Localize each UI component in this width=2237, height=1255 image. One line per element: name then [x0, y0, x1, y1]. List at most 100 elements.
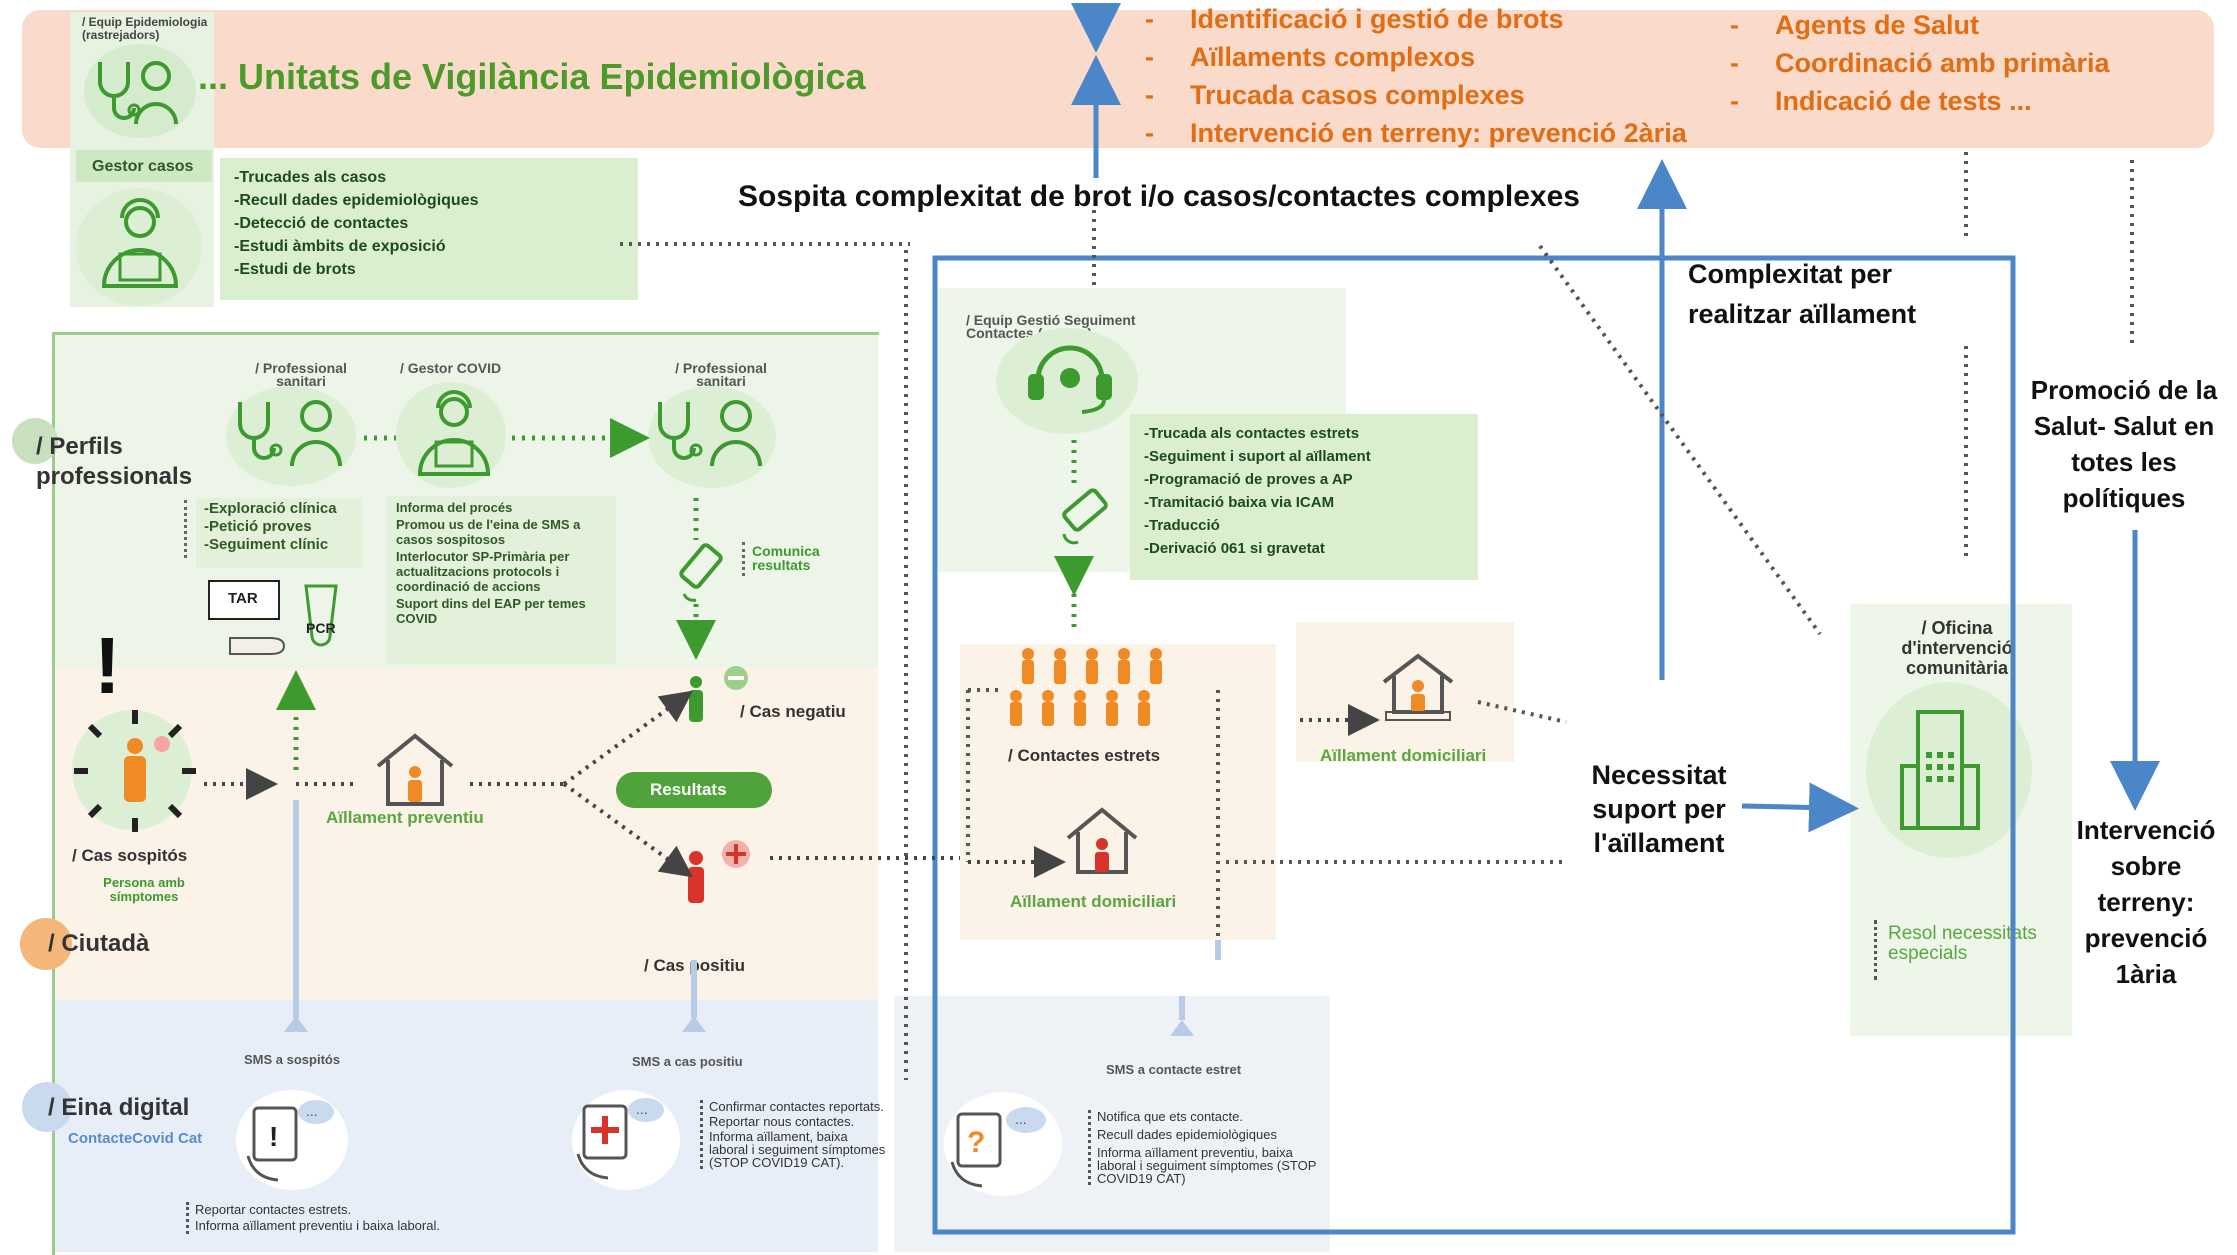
prof1-list-bar [184, 500, 190, 558]
list-item: -Exploració clínica [204, 500, 337, 517]
phone-icon [679, 543, 723, 602]
gestor-covid-list: Informa del procés Promou us de l'eina d… [386, 496, 616, 664]
doctor-icon [658, 400, 762, 467]
list-item: Informa aïllament preventiu i baixa labo… [195, 1218, 440, 1233]
sms-sospitos-label: SMS a sospitós [244, 1052, 341, 1067]
list-item: -Detecció de contactes [234, 215, 409, 232]
comunica-label: Comunica resultats [752, 543, 820, 573]
prof1-list: -Exploració clínica -Petició proves -Seg… [196, 498, 362, 568]
cas-sospitos-label: / Cas sospitós [72, 846, 188, 865]
pcr-label: PCR [306, 620, 336, 636]
eina-app-name: ContacteCovid Cat [68, 1130, 203, 1147]
svg-text:!: ! [269, 1121, 278, 1152]
case-manager-icon [101, 198, 179, 288]
list-item: Interlocutor SP-Primària per actualitzac… [396, 549, 570, 594]
hand-icon [229, 637, 286, 655]
aillament-domiciliari-label-2: Aïllament domiciliari [1320, 746, 1487, 765]
sospita-annotation: Sospita complexitat de brot i/o casos/co… [738, 180, 1580, 213]
list-item: -Programació de proves a AP [1144, 471, 1353, 488]
gestor-casos-list: -Trucades als casos -Recull dades epidem… [220, 158, 638, 300]
dotted-house-to-right [1477, 700, 1567, 724]
ciutada-dot [20, 918, 72, 970]
resol-label: Resol necessitats especials [1888, 923, 2037, 964]
task-item: -Coordinació amb primària [1730, 48, 2110, 78]
lightblue-arrowhead [1170, 1020, 1194, 1036]
task-text: Identificació i gestió de brots [1190, 4, 1564, 34]
oficina-label: / Oficina d'intervenció comunitària [1901, 618, 2013, 678]
intervencio-annotation: Intervenció sobre terreny: prevenció 1àr… [2076, 815, 2216, 989]
gestor-casos-label: Gestor casos [92, 158, 194, 175]
complexitat-annotation: Complexitat per realitzar aïllament [1688, 259, 1917, 329]
task-text: Trucada casos complexes [1190, 80, 1525, 110]
lightblue-arrowhead [284, 1016, 308, 1032]
doctor-icon [238, 400, 342, 467]
cas-negatiu-label: / Cas negatiu [740, 702, 846, 721]
headset-icon [1028, 345, 1112, 414]
list-item: -Petició proves [204, 518, 312, 535]
list-item: -Estudi àmbits de exposició [234, 238, 446, 255]
task-text: Indicació de tests ... [1775, 86, 2032, 116]
necessitat-annotation: Necessitat suport per l'aïllament [1591, 760, 1727, 858]
aillament-preventiu-label: Aïllament preventiu [326, 808, 484, 827]
list-item: -Recull dades epidemiològiques [234, 192, 479, 209]
alert-mark: ! [94, 621, 121, 710]
list-item: -Trucades als casos [234, 169, 387, 186]
list-item: Reportar nous contactes. [709, 1114, 855, 1129]
sospitos-list: Reportar contactes estrets. Informa aïll… [186, 1202, 440, 1234]
row-label-ciutada: / Ciutadà [48, 930, 150, 957]
gestor-covid-label: / Gestor COVID [400, 360, 502, 376]
test-tube-icon [304, 584, 338, 647]
phone-plus-icon: ... [576, 1098, 664, 1180]
task-text: Intervenció en terreny: prevenció 2ària [1190, 118, 1687, 148]
gestor-casos-label-bg [76, 150, 212, 182]
phone-icon [1062, 488, 1108, 545]
list-item: -Seguiment clínic [204, 536, 329, 553]
equip-list: -Trucada als contactes estrets -Seguimen… [1130, 414, 1478, 580]
dotted-split-positiu [562, 782, 693, 878]
close-contacts-icon [1010, 648, 1162, 726]
contacte-list: Notifica que ets contacte. Recull dades … [1088, 1110, 1333, 1185]
left-panel-ciutada-bg [52, 668, 878, 1000]
aillament-domiciliari-label-1: Aïllament domiciliari [1010, 892, 1177, 911]
list-item: Promou us de l'eina de SMS a casos sospi… [396, 517, 581, 547]
sms-positiu-label: SMS a cas positiu [632, 1054, 743, 1069]
covid-manager-icon [417, 390, 491, 476]
list-item: Informa aïllament, baixa laboral i segui… [709, 1129, 886, 1170]
list-item: Confirmar contactes reportats. [709, 1099, 884, 1114]
list-item: Suport dins del EAP per temes COVID [396, 596, 586, 626]
perfils-dot [12, 418, 58, 464]
list-item: -Trucada als contactes estrets [1144, 425, 1360, 442]
stethoscope-doctor-icon [98, 61, 178, 125]
svg-text:...: ... [1015, 1111, 1027, 1127]
blue-arrow-right-oficina [1741, 782, 1859, 833]
task-text: Coordinació amb primària [1775, 48, 2110, 78]
svg-text:?: ? [967, 1126, 985, 1159]
contactes-estrets-label: / Contactes estrets [1008, 746, 1161, 765]
comunica-bar [742, 542, 745, 576]
suspect-person-icon [74, 710, 196, 832]
task-text: Agents de Salut [1775, 10, 1980, 40]
tar-box [208, 580, 280, 620]
list-item: Informa del procés [396, 500, 513, 515]
building-icon [1900, 710, 1980, 830]
left-panel-border [52, 332, 879, 1255]
positiu-list: Confirmar contactes reportats. Reportar … [700, 1100, 889, 1169]
list-item: -Seguiment i suport al aïllament [1144, 448, 1371, 465]
row-label-eina: / Eina digital [48, 1094, 190, 1121]
dotted-split-negatiu [562, 690, 693, 786]
resol-bar [1874, 920, 1877, 980]
eina-dot [22, 1082, 72, 1132]
task-item: -Intervenció en terreny: prevenció 2ària [1145, 118, 1687, 148]
task-text: Aïllaments complexos [1190, 42, 1476, 72]
prof2-label: / Professional sanitari [675, 360, 767, 389]
list-item: Notifica que ets contacte. [1097, 1109, 1243, 1124]
persona-simptomes: Persona amb símptomes [103, 875, 185, 904]
promocio-annotation: Promoció de la Salut- Salut en totes les… [2030, 375, 2218, 513]
list-item: Recull dades epidemiològiques [1097, 1127, 1277, 1142]
svg-text:...: ... [306, 1103, 318, 1119]
list-item: Reportar contactes estrets. [195, 1202, 352, 1217]
epi-team-label: / Equip Epidemiologia (rastrejadors) [82, 15, 208, 42]
svg-text:...: ... [636, 1101, 648, 1117]
phone-question-icon: ? ... [950, 1107, 1046, 1188]
